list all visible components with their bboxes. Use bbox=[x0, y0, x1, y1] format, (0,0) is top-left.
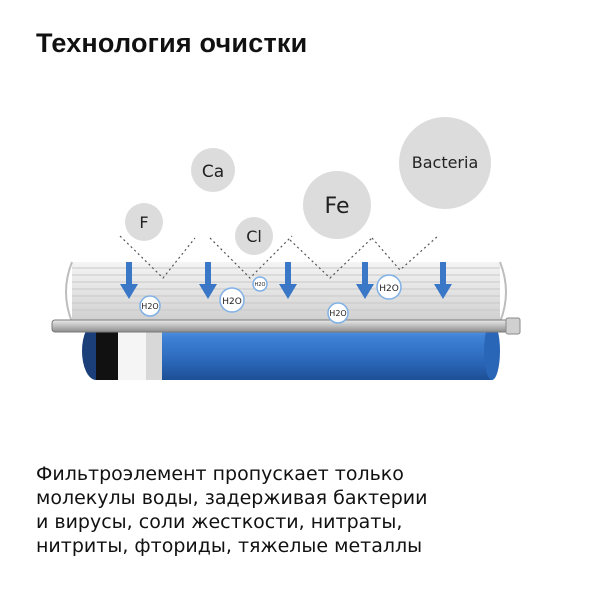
description-line: нитриты, фториды, тяжелые металлы bbox=[36, 535, 423, 557]
permeate-tube bbox=[51, 317, 521, 335]
particle-fe: Fe bbox=[303, 171, 371, 239]
down-arrow-icon bbox=[279, 262, 297, 299]
membrane-cylinder bbox=[82, 322, 500, 380]
particle-f-label: F bbox=[139, 213, 148, 232]
particle-ca: Ca bbox=[191, 148, 235, 192]
water-label: H2O bbox=[379, 284, 399, 294]
particle-bacteria-label: Bacteria bbox=[412, 153, 479, 172]
water-label: H2O bbox=[255, 282, 266, 288]
description-line: Фильтроэлемент пропускает только bbox=[36, 463, 404, 485]
water-molecule: H2O bbox=[252, 276, 268, 292]
page-title: Технология очистки bbox=[36, 28, 308, 58]
water-label: H2O bbox=[222, 297, 242, 307]
particle-cl: Cl bbox=[235, 217, 273, 255]
description-line: молекулы воды, задерживая бактерии bbox=[36, 487, 428, 509]
water-label: H2O bbox=[141, 302, 158, 311]
down-arrow-icon bbox=[434, 262, 452, 299]
particle-bacteria: Bacteria bbox=[399, 117, 491, 209]
water-molecule: H2O bbox=[219, 287, 245, 313]
description-text: Фильтроэлемент пропускает только молекул… bbox=[36, 462, 576, 558]
filtration-diagram: F Ca Cl Fe Bacteria H2O H2O H2O H2O bbox=[51, 117, 521, 380]
flow-arrows bbox=[120, 262, 452, 299]
particle-cl-label: Cl bbox=[246, 227, 262, 246]
down-arrow-icon bbox=[356, 262, 374, 299]
description-line: и вирусы, соли жесткости, нитраты, bbox=[36, 511, 403, 533]
particle-f: F bbox=[125, 203, 163, 241]
water-molecule: H2O bbox=[376, 274, 402, 300]
particle-ca-label: Ca bbox=[202, 162, 224, 182]
water-molecule: H2O bbox=[327, 302, 349, 324]
water-label: H2O bbox=[329, 309, 346, 318]
particle-fe-label: Fe bbox=[325, 194, 350, 219]
down-arrow-icon bbox=[120, 262, 138, 299]
water-molecule: H2O bbox=[139, 295, 161, 317]
rejection-lines bbox=[119, 235, 439, 279]
down-arrow-icon bbox=[199, 262, 217, 299]
